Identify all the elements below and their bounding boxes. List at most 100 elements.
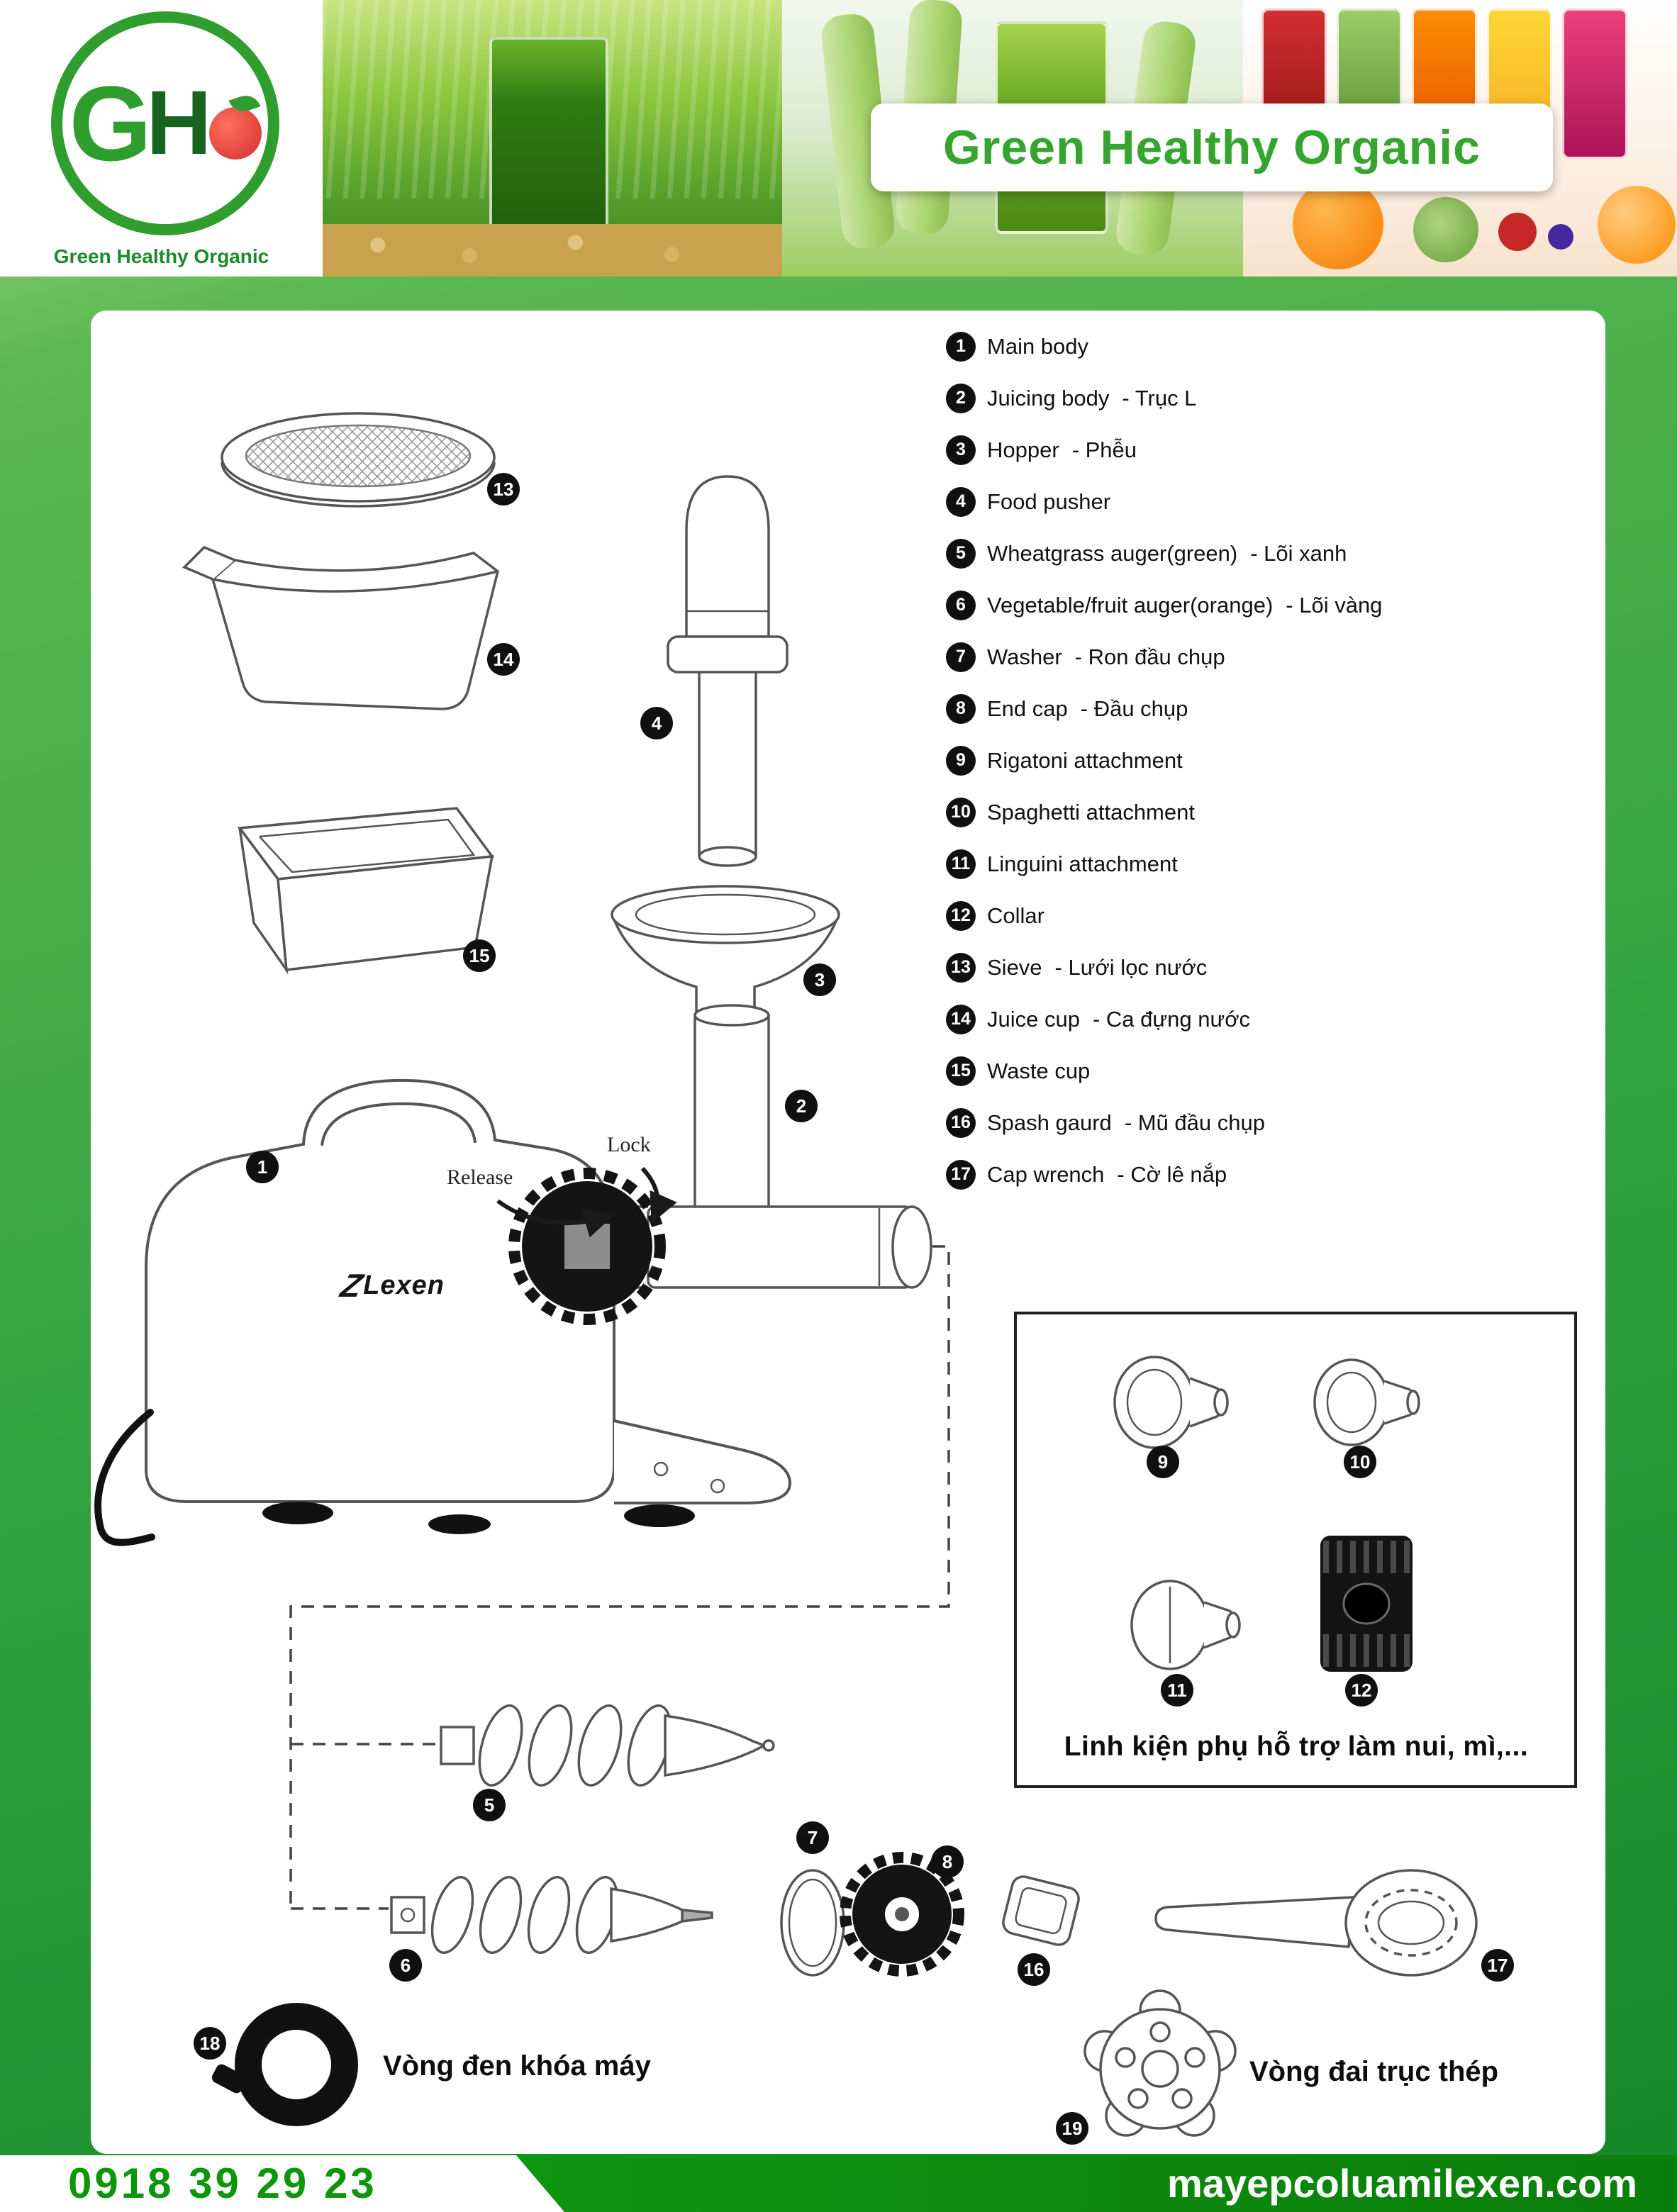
badge-2: 2 xyxy=(785,1090,818,1122)
part-row: 3 Hopper - Phễu xyxy=(946,424,1605,476)
part-number-badge: 3 xyxy=(946,435,976,465)
strawberry-fruit xyxy=(1498,213,1537,251)
badge-3: 3 xyxy=(803,963,836,996)
badge-4: 4 xyxy=(640,707,673,739)
part-name: Sieve xyxy=(987,954,1042,980)
badge-5: 5 xyxy=(473,1789,506,1821)
lexen-wordmark: Lexen xyxy=(363,1270,445,1300)
release-label: Release xyxy=(447,1166,513,1189)
part-name: Washer xyxy=(987,644,1062,669)
part-number-badge: 6 xyxy=(946,590,976,620)
part-number-badge: 7 xyxy=(946,642,976,672)
part-row: 11 Linguini attachment xyxy=(946,838,1605,890)
part-row: 6 Vegetable/fruit auger(orange) - Lõi vàng xyxy=(946,579,1605,631)
lock-label: Lock xyxy=(607,1133,651,1156)
part-name-vi: - Đầu chụp xyxy=(1080,696,1188,721)
inset-caption: Linh kiện phụ hỗ trợ làm nui, mì,... xyxy=(1064,1731,1529,1762)
part-row: 15 Waste cup xyxy=(946,1045,1605,1097)
part-row: 17 Cap wrench - Cờ lê nắp xyxy=(946,1149,1605,1200)
logo-letter-g: G xyxy=(69,64,152,183)
part-name: Cap wrench xyxy=(987,1161,1105,1187)
part-row: 5 Wheatgrass auger(green) - Lõi xanh xyxy=(946,527,1605,579)
part-name: Collar xyxy=(987,903,1044,928)
part-name: Waste cup xyxy=(987,1058,1091,1083)
badge-16: 16 xyxy=(1018,1953,1050,1986)
gho-logo: G H xyxy=(51,11,279,235)
part-name-vi: - Ron đầu chụp xyxy=(1074,644,1225,669)
green-juice-glass xyxy=(489,37,608,250)
badge-10: 10 xyxy=(1344,1446,1376,1478)
part-name: Spash gaurd xyxy=(987,1110,1112,1135)
part-number-badge: 10 xyxy=(946,797,976,827)
orange-fruit xyxy=(1598,186,1676,264)
part-name: Linguini attachment xyxy=(987,851,1178,876)
lexen-logo: Z Lexen xyxy=(338,1266,445,1305)
part-number-badge: 9 xyxy=(946,745,976,776)
part-number-badge: 12 xyxy=(946,900,976,931)
part-name-vi: - Lõi vàng xyxy=(1286,592,1383,618)
brand-title: Green Healthy Organic xyxy=(943,121,1481,174)
badge-11: 11 xyxy=(1161,1674,1193,1707)
part-number-badge: 5 xyxy=(946,538,976,569)
orange-fruit xyxy=(1293,179,1383,269)
badge-14: 14 xyxy=(487,643,520,676)
badge-13: 13 xyxy=(487,473,520,505)
part-name: Rigatoni attachment xyxy=(987,747,1183,773)
badge-19: 19 xyxy=(1056,2112,1088,2145)
logo-block: G H Green Healthy Organic xyxy=(0,0,323,276)
tomato-icon xyxy=(208,107,262,160)
wheat-grains xyxy=(323,224,782,276)
logo-caption: Green Healthy Organic xyxy=(53,245,269,267)
part-name-vi: - Lõi xanh xyxy=(1250,540,1347,566)
badge-6: 6 xyxy=(389,1949,422,1982)
badge-7: 7 xyxy=(796,1821,829,1854)
part-name-vi: - Mũ đầu chụp xyxy=(1124,1110,1265,1135)
part-number-badge: 14 xyxy=(946,1004,976,1034)
shaft-ring-label: Vòng đai trục thép xyxy=(1249,2056,1499,2087)
badge-1: 1 xyxy=(246,1151,279,1183)
part-number-badge: 15 xyxy=(946,1056,976,1086)
website-url: mayepcoluamilexen.com xyxy=(1167,2161,1637,2206)
part-name: Juicing body xyxy=(987,385,1110,410)
part-name: Juice cup xyxy=(987,1006,1080,1032)
footer-bar: 0918 39 29 23 mayepcoluamilexen.com xyxy=(0,2155,1677,2212)
part-number-badge: 8 xyxy=(946,693,976,724)
part-number-badge: 16 xyxy=(946,1107,976,1138)
part-row: 7 Washer - Ron đầu chụp xyxy=(946,631,1605,683)
part-number-badge: 13 xyxy=(946,952,976,983)
brand-box: Green Healthy Organic xyxy=(871,104,1553,191)
part-name: Vegetable/fruit auger(orange) xyxy=(987,592,1274,618)
pink-juice-glass xyxy=(1562,9,1627,159)
badge-17: 17 xyxy=(1481,1949,1514,1982)
lock-ring-label: Vòng đen khóa máy xyxy=(383,2050,651,2082)
header-band: G H Green Healthy Organic Green Healthy … xyxy=(0,0,1677,276)
logo-letter-h: H xyxy=(146,72,212,174)
part-number-badge: 4 xyxy=(946,486,976,517)
part-name-vi: - Cờ lê nắp xyxy=(1117,1161,1227,1187)
part-name: Food pusher xyxy=(987,488,1111,514)
part-number-badge: 17 xyxy=(946,1159,976,1190)
badge-8: 8 xyxy=(931,1845,964,1878)
part-row: 4 Food pusher xyxy=(946,476,1605,527)
lexen-z-mark: Z xyxy=(337,1267,367,1304)
header-photo-wheatgrass xyxy=(323,0,782,276)
part-name: Spaghetti attachment xyxy=(987,799,1195,825)
kiwi-fruit xyxy=(1413,197,1478,262)
part-name-vi: - Phễu xyxy=(1071,437,1137,462)
part-name: Hopper xyxy=(987,437,1059,462)
part-number-badge: 11 xyxy=(946,849,976,879)
part-name: Wheatgrass auger(green) xyxy=(987,540,1238,566)
part-row: 9 Rigatoni attachment xyxy=(946,734,1605,786)
part-number-badge: 1 xyxy=(946,331,976,362)
badge-15: 15 xyxy=(463,939,496,972)
badge-9: 9 xyxy=(1147,1446,1179,1478)
part-row: 10 Spaghetti attachment xyxy=(946,786,1605,838)
part-row: 16 Spash gaurd - Mũ đầu chụp xyxy=(946,1097,1605,1149)
badge-12: 12 xyxy=(1345,1674,1378,1707)
part-name: End cap xyxy=(987,696,1068,721)
